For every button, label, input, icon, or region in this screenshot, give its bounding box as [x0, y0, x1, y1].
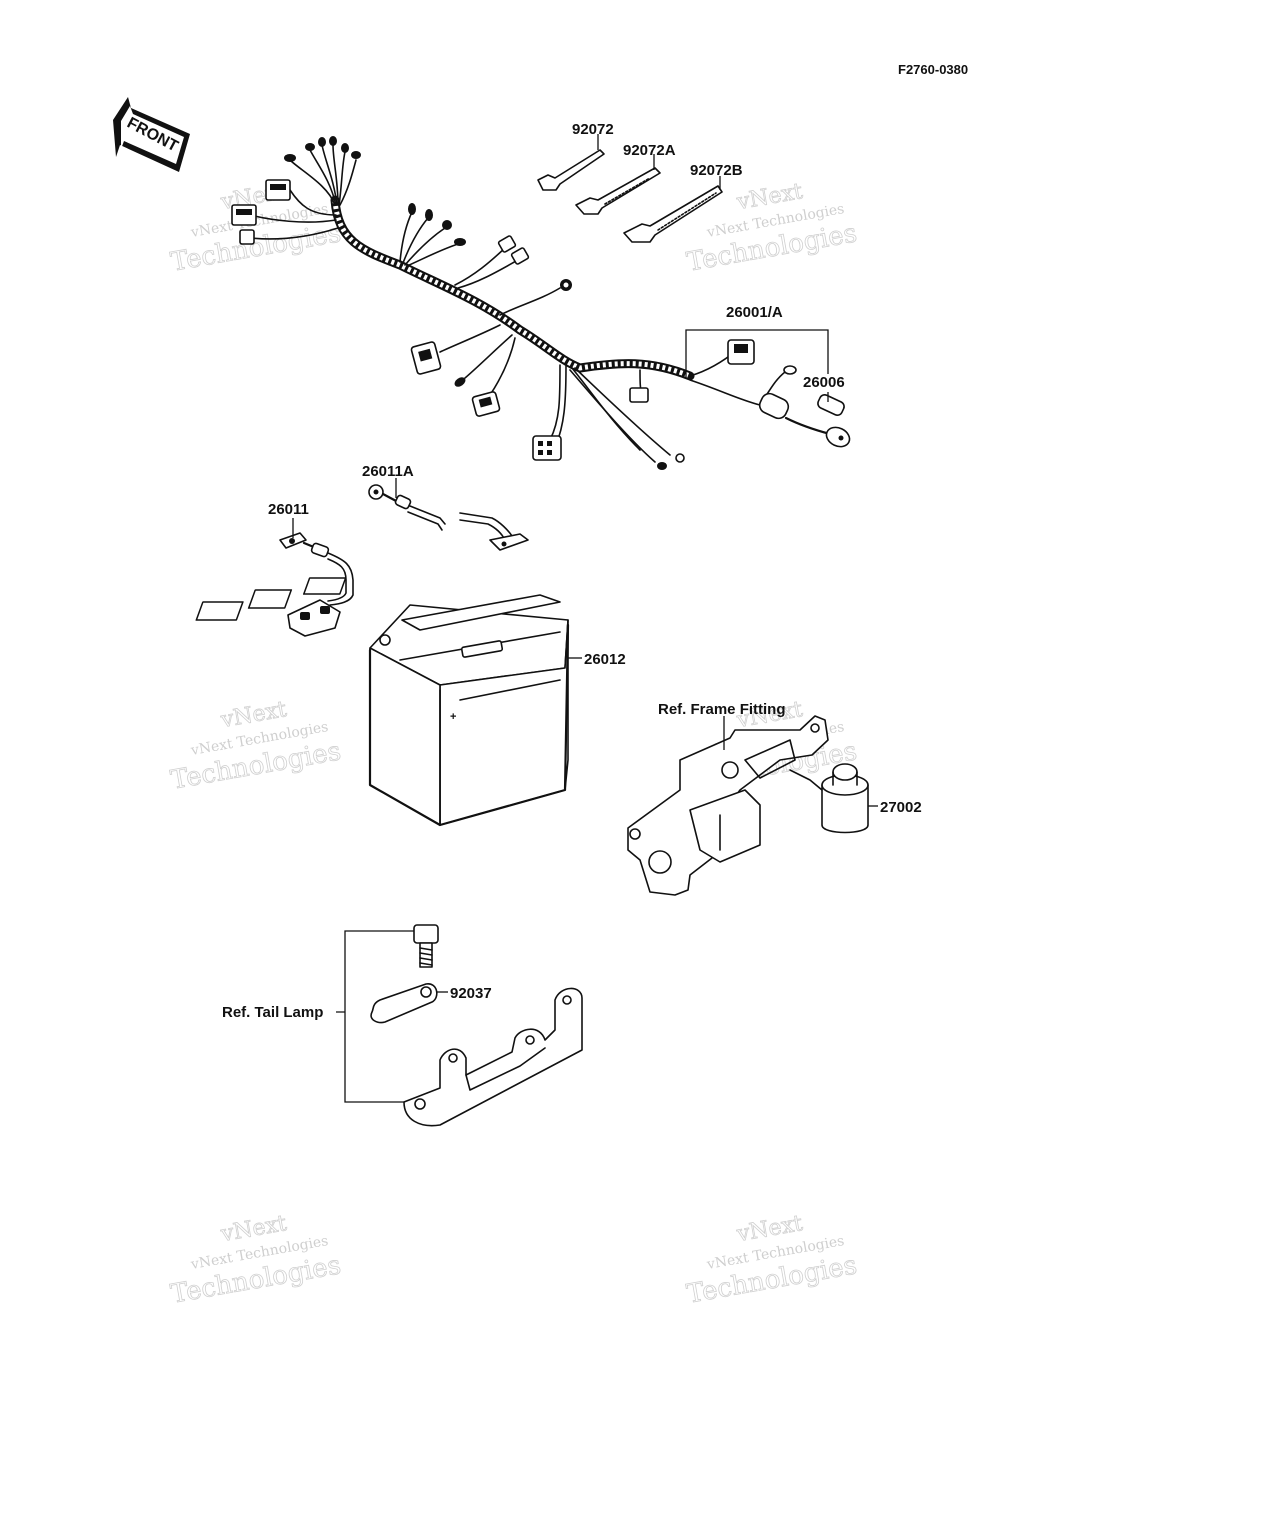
wiring-harness: [231, 136, 851, 470]
svg-text:+: +: [450, 711, 456, 723]
label-26011a: 26011A: [362, 463, 414, 480]
front-arrow-icon: FRONT: [113, 97, 190, 172]
leader-lines: [292, 134, 878, 1103]
watermark-mid-left: vNext vNext Technologies Technologies: [168, 697, 343, 797]
bolt: [413, 924, 439, 968]
label-92072b: 92072B: [690, 162, 743, 179]
label-27002: 27002: [880, 799, 922, 816]
label-92037: 92037: [450, 985, 492, 1002]
band-92037: [370, 983, 438, 1024]
label-ref-tail-lamp: Ref. Tail Lamp: [222, 1004, 323, 1021]
band-92072: [537, 149, 605, 191]
drawing-code: F2760-0380: [898, 62, 968, 77]
battery-26012: +: [195, 577, 570, 827]
band-92072b: [623, 185, 723, 243]
cable-26011a: [368, 484, 529, 551]
label-92072a: 92072A: [623, 142, 676, 159]
label-92072: 92072: [572, 121, 614, 138]
label-26012: 26012: [584, 651, 626, 668]
band-92072a: [575, 167, 661, 215]
label-26011: 26011: [268, 501, 309, 518]
cable-26011: [279, 532, 354, 637]
watermark-bottom-right: vNext vNext Technologies Technologies: [684, 1211, 859, 1311]
label-ref-frame-fitting: Ref. Frame Fitting: [658, 701, 786, 718]
label-26001a: 26001/A: [726, 304, 783, 321]
relay-27002: [789, 763, 869, 834]
bracket-frame-fitting: [627, 715, 829, 896]
watermark-bottom-left: vNext vNext Technologies Technologies: [168, 1211, 343, 1311]
watermark-top-right: vNext vNext Technologies Technologies: [684, 179, 859, 279]
label-26006: 26006: [803, 374, 845, 391]
battery-case-bracket: [403, 987, 583, 1127]
